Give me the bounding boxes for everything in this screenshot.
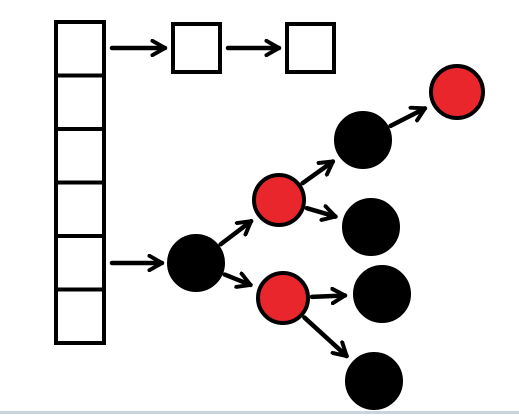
chain-node	[285, 22, 336, 74]
array-cell	[54, 234, 106, 292]
tree-edge-arrow	[388, 108, 428, 129]
chain-node	[171, 22, 222, 74]
tree-edge-arrow	[222, 275, 253, 285]
array-cell	[54, 287, 106, 345]
tree-node-red	[256, 271, 310, 325]
tree-edge-arrow	[304, 208, 338, 216]
tree-edge-arrow	[302, 315, 349, 359]
array-cell	[54, 180, 106, 238]
tree-node-black	[345, 352, 403, 410]
tree-edge-arrow	[309, 295, 348, 296]
array-cell	[54, 73, 106, 131]
tree-node-black	[342, 198, 400, 256]
arrow-layer	[109, 48, 428, 359]
array-cell	[54, 127, 106, 185]
tree-edge-arrow	[218, 218, 254, 247]
tree-node-black	[334, 111, 392, 169]
tree-node-black	[167, 234, 225, 292]
bottom-divider	[0, 411, 519, 414]
list-chain	[171, 22, 336, 74]
array-cell	[54, 20, 106, 78]
tree-node-black	[353, 265, 411, 323]
bucket-array	[54, 20, 106, 345]
tree-edge-arrow	[300, 159, 336, 186]
tree-structure	[167, 64, 485, 410]
tree-node-red	[429, 64, 485, 120]
tree-node-red	[252, 173, 306, 227]
